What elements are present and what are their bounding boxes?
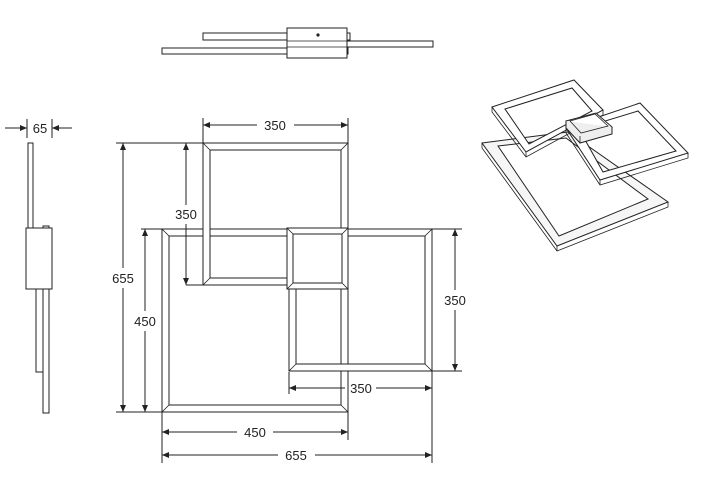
dim-arrow: [183, 143, 189, 150]
dim-label-left-height: 450: [134, 314, 156, 329]
dim-label-right-height: 350: [444, 293, 466, 308]
dim-arrow: [452, 229, 458, 236]
top-view-screw-dot: [316, 33, 320, 37]
dim-arrow: [120, 143, 126, 150]
dim-label-top-width: 350: [264, 118, 286, 133]
side-view-canopy: [25, 227, 53, 290]
top-view-canopy: [286, 27, 348, 59]
dim-arrow: [183, 278, 189, 285]
dim-arrow: [162, 452, 169, 458]
iso-frame-top: [491, 79, 604, 158]
front-dimensions: 350 655 350 450 350: [112, 118, 466, 463]
dim-label-bottom-width: 450: [244, 425, 266, 440]
dim-arrow: [120, 405, 126, 412]
front-view: [161, 142, 433, 413]
dim-arrow: [142, 405, 148, 412]
dim-arrow: [142, 229, 148, 236]
isometric-view: [481, 79, 689, 252]
side-depth-label: 65: [33, 121, 47, 136]
side-view-back-frame: [27, 142, 34, 229]
dim-arrow: [203, 122, 210, 128]
dim-arrow: [452, 364, 458, 371]
side-dim-arrow: [20, 125, 27, 131]
iso-frame-large: [481, 131, 670, 252]
dim-label-overall-height: 655: [112, 271, 134, 286]
dim-label-overall-width: 655: [285, 448, 307, 463]
side-view: 65: [5, 119, 72, 414]
dim-label-inner-bottom: 350: [350, 381, 372, 396]
side-dim-arrow: [52, 125, 59, 131]
dim-arrow: [162, 429, 169, 435]
dim-arrow: [341, 122, 348, 128]
dim-arrow: [289, 385, 296, 391]
dim-arrow: [425, 452, 432, 458]
front-canopy: [286, 227, 349, 290]
top-view-lower-bar: [161, 47, 349, 55]
frame-right: [288, 228, 433, 372]
top-view-upper-bar: [202, 32, 351, 41]
iso-canopy: [565, 112, 614, 144]
dim-arrow: [425, 385, 432, 391]
top-view: [161, 27, 434, 59]
dim-label-top-height: 350: [175, 207, 197, 222]
dim-arrow: [341, 429, 348, 435]
